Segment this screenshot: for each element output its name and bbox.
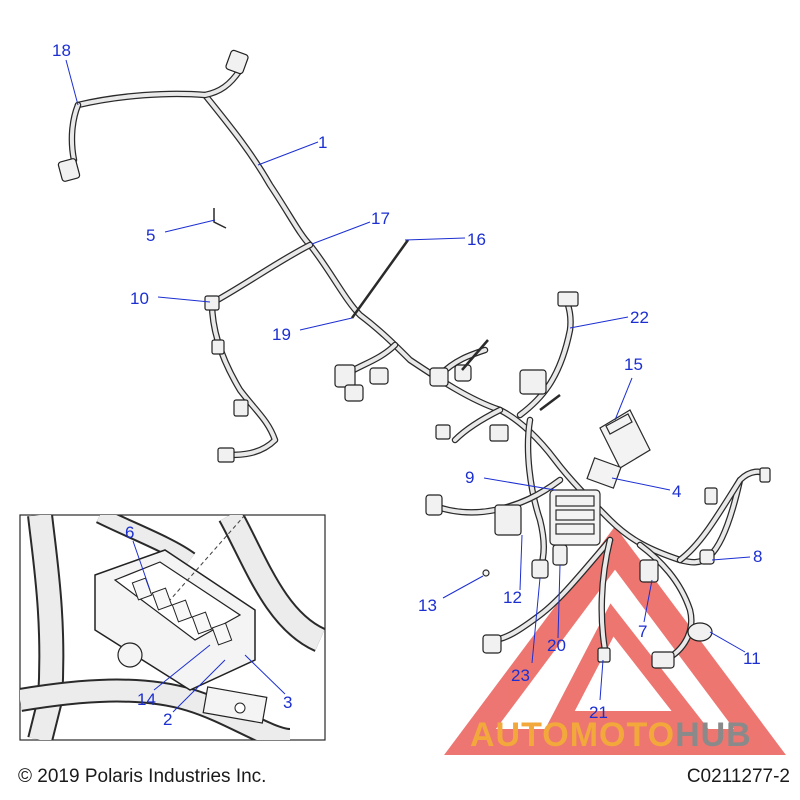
callout-15: 15 [624, 355, 643, 374]
callout-17: 17 [371, 209, 390, 228]
callout-10: 10 [130, 289, 149, 308]
fuse-box [549, 489, 601, 546]
callout-23: 23 [511, 666, 530, 685]
callout-13: 13 [418, 596, 437, 615]
callout-7: 7 [638, 622, 647, 641]
cable-ties [350, 239, 561, 411]
callout-3: 3 [283, 693, 292, 712]
callout-20: 20 [547, 636, 566, 655]
callout-12: 12 [503, 588, 522, 607]
callout-19: 19 [272, 325, 291, 344]
watermark-text: AUTOMOTOHUB [470, 716, 752, 755]
clip [213, 208, 227, 229]
watermark-triangle [444, 526, 786, 755]
callout-5: 5 [146, 226, 155, 245]
relay-block [586, 457, 622, 489]
callout-21: 21 [589, 703, 608, 722]
harness-connectors [57, 49, 771, 669]
watermark-text-secondary: HUB [675, 716, 752, 754]
callout-16: 16 [467, 230, 486, 249]
callout-22: 22 [630, 308, 649, 327]
callout-11: 11 [743, 649, 761, 668]
callout-18: 18 [52, 41, 71, 60]
callout-6: 6 [125, 523, 134, 542]
watermark-text-primary: AUTOMOTO [470, 716, 676, 754]
main-harness [68, 66, 769, 664]
callout-2: 2 [163, 710, 172, 729]
leader-lines [65, 59, 751, 713]
figure-id: C0211277-2 [686, 766, 790, 787]
callout-14: 14 [137, 690, 156, 709]
callout-labels: 18 1 5 17 16 10 19 22 15 4 9 8 11 7 12 1… [52, 41, 762, 729]
callout-1: 1 [318, 133, 327, 152]
callout-8: 8 [753, 547, 762, 566]
callout-9: 9 [465, 468, 474, 487]
control-module [599, 409, 651, 469]
inset-detail [19, 514, 326, 741]
callout-4: 4 [672, 482, 681, 501]
copyright-notice: © 2019 Polaris Industries Inc. [18, 766, 267, 787]
pin [482, 569, 490, 577]
